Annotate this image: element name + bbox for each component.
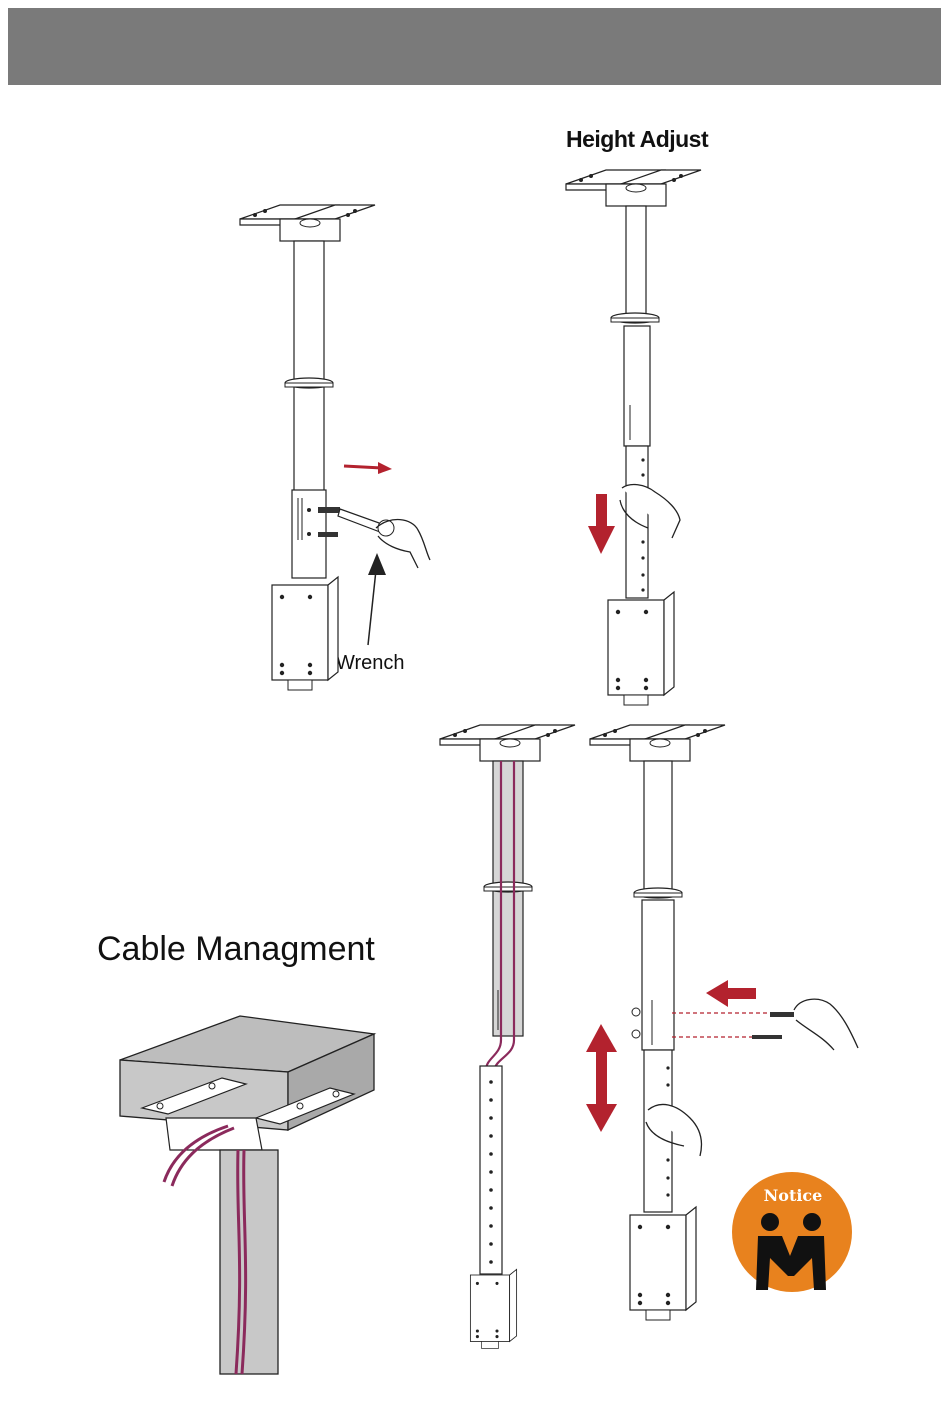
pole-height-adjust-step [566,170,701,705]
ceiling-block [120,1016,374,1130]
arrow-left-icon [706,980,756,1007]
hand-icon [794,999,858,1050]
arrow-down-icon [588,494,615,554]
bolt-guide-lines [672,1012,794,1039]
wrench-pointer-arrow [368,553,386,645]
pole-wrench-step [240,205,375,690]
closeup-pole [220,1150,278,1374]
notice-label: Notice [752,1186,834,1205]
arrow-right-icon [344,462,392,474]
pole-bolt-step [590,725,725,1320]
wrench-icon [338,509,394,536]
arrow-updown-icon [586,1024,617,1132]
pole-cable-routing-step [440,725,575,1349]
